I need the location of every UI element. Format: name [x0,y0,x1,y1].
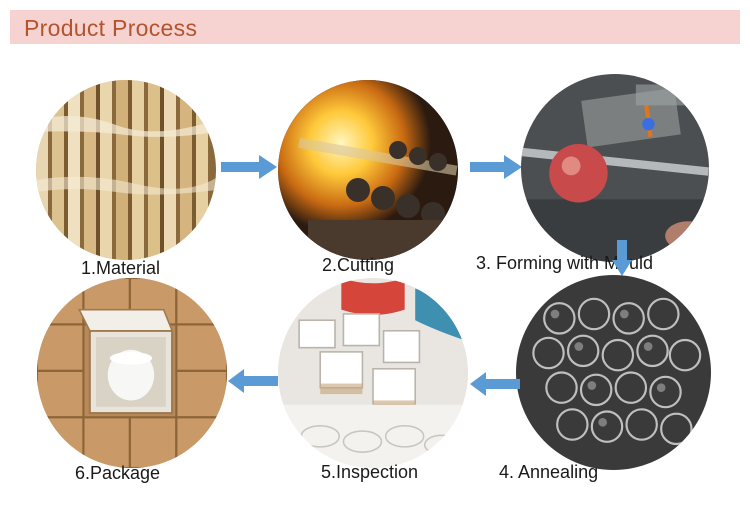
cutting-photo [278,80,458,260]
step-label-forming: 3. Forming with Mould [476,253,654,273]
step-label-inspection: 5.Inspection [321,462,419,482]
arrow-right-icon [221,155,277,179]
header-banner: Product Process [10,10,740,44]
package-photo [37,278,227,468]
arrow-left-icon [470,372,520,396]
step-label-annealing: 4. Annealing [499,462,599,482]
annealing-photo [516,275,711,470]
step-label-package: 6.Package [75,463,161,483]
step-label-material: 1.Material [81,258,161,278]
step-label-cutting: 2.Cutting [322,255,395,275]
inspection-photo [278,278,468,468]
arrow-left-icon [228,369,278,393]
arrow-right-icon [470,155,522,179]
material-photo [36,80,216,260]
arrow-down-icon [612,240,632,276]
page-title: Product Process [24,15,198,41]
forming-photo [521,74,709,262]
